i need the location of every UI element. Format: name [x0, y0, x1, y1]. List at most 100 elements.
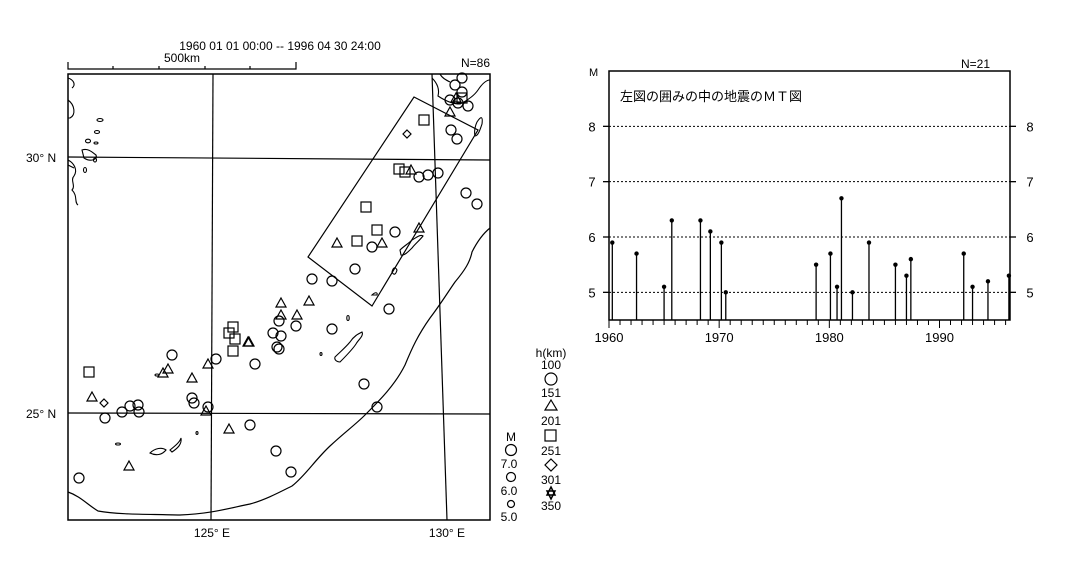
mag-legend-value: 6.0	[501, 484, 518, 498]
epicenter-square	[223, 327, 235, 339]
epicenter-square	[399, 166, 411, 178]
epicenter-circle	[73, 472, 85, 484]
epicenter-circle	[99, 412, 111, 424]
epicenter-circle	[460, 187, 472, 199]
epicenter-square	[229, 333, 241, 345]
epicenter-circle	[267, 327, 279, 339]
event-point	[698, 218, 703, 223]
event-point	[661, 284, 667, 289]
epicenter-triangle	[185, 371, 199, 383]
epicenter-diamond	[99, 398, 109, 408]
epicenter-circle	[383, 303, 395, 315]
epicenter-square	[227, 345, 239, 357]
event-point	[1006, 273, 1012, 278]
x-tick-label: 1970	[705, 330, 734, 345]
epicenter-circle	[186, 392, 198, 404]
epicenter-circle	[366, 241, 378, 253]
epicenter-circle	[389, 226, 401, 238]
epicenter-circle	[326, 323, 338, 335]
y-tick-label: 7	[588, 175, 595, 190]
selection-box	[307, 96, 479, 307]
mag-legend-circle-7	[504, 443, 518, 457]
epicenter-circle	[273, 315, 285, 327]
depth-legend-value: 350	[541, 499, 561, 513]
epicenter-circle	[326, 275, 338, 287]
epicenter-circle	[202, 401, 214, 413]
event-point	[634, 251, 639, 256]
mag-legend-value: 7.0	[501, 457, 518, 471]
depth-legend-value: 100	[541, 358, 561, 372]
depth-legend-value: 251	[541, 444, 561, 458]
epicenter-triangle	[274, 296, 288, 308]
parallel-30	[67, 156, 491, 161]
plot-frame	[608, 70, 1011, 321]
epicenter-circle	[285, 466, 297, 478]
epicenter-square	[83, 366, 95, 378]
epicenter-circle	[132, 399, 144, 411]
epicenter-circle	[306, 273, 318, 285]
event-point	[850, 290, 855, 295]
lat-label-30: 30° N	[26, 151, 56, 165]
y-tick-label-right: 8	[1026, 119, 1033, 134]
depth-legend-triangle	[543, 398, 559, 411]
x-tick-label: 1990	[925, 330, 954, 345]
epicenter-square	[393, 163, 405, 175]
epicenter-triangle	[242, 335, 256, 347]
epicenter-circle	[244, 419, 256, 431]
epicenter-circle	[275, 330, 287, 342]
event-point	[961, 251, 966, 256]
map-count: N=86	[461, 56, 490, 70]
epicenter-square	[227, 321, 239, 333]
epicenter-circle	[188, 397, 200, 409]
epicenter-triangle	[330, 236, 344, 248]
event-point	[708, 229, 713, 234]
epicenter-triangle	[161, 362, 175, 374]
epicenter-square	[456, 92, 468, 104]
mag-legend-value: 5.0	[501, 510, 518, 524]
epicenter-circle	[166, 349, 178, 361]
event-point	[970, 284, 975, 289]
map-frame	[67, 73, 491, 521]
coastlines	[67, 73, 491, 456]
depth-legend-value: 301	[541, 473, 561, 487]
event-point	[719, 240, 724, 245]
epicenter-circle	[445, 124, 457, 136]
event-point	[904, 273, 909, 278]
depth-legend-diamond	[544, 458, 558, 472]
epicenter-circle	[349, 263, 361, 275]
y-axis-label: M	[589, 67, 598, 79]
epicenter-triangle	[404, 163, 418, 175]
event-point	[839, 196, 844, 201]
event-point	[866, 240, 872, 245]
epicenter-circle	[124, 400, 136, 412]
epicenter-circle	[273, 343, 285, 355]
epicenter-circle	[249, 358, 261, 370]
event-point	[828, 251, 833, 256]
epicenter-circle	[422, 169, 434, 181]
depth-legend-circle	[544, 372, 558, 386]
epicenter-square	[371, 224, 383, 236]
epicenter-circle	[358, 378, 370, 390]
epicenter-triangle	[443, 105, 457, 117]
event-point	[813, 262, 819, 267]
epicenter-circle	[270, 445, 282, 457]
event-point	[893, 262, 898, 267]
epicenter-circle	[432, 167, 444, 179]
epicenter-triangle	[156, 366, 170, 378]
epicenter-circle	[371, 401, 383, 413]
epicenter-circle	[413, 171, 425, 183]
epicenter-circle	[471, 198, 483, 210]
epicenter-triangle	[199, 404, 213, 416]
x-tick-label: 1980	[815, 330, 844, 345]
mag-legend-title: M	[506, 430, 516, 444]
depth-legend-value: 151	[541, 386, 561, 400]
epicenter-circle	[449, 79, 461, 91]
epicenter-symbols	[73, 72, 483, 484]
scale-label: 500km	[164, 51, 200, 65]
scale-bar	[67, 62, 297, 70]
lon-label-130: 130° E	[429, 526, 465, 540]
epicenter-triangle	[274, 308, 288, 320]
event-point	[985, 279, 991, 284]
event-point	[669, 218, 674, 223]
